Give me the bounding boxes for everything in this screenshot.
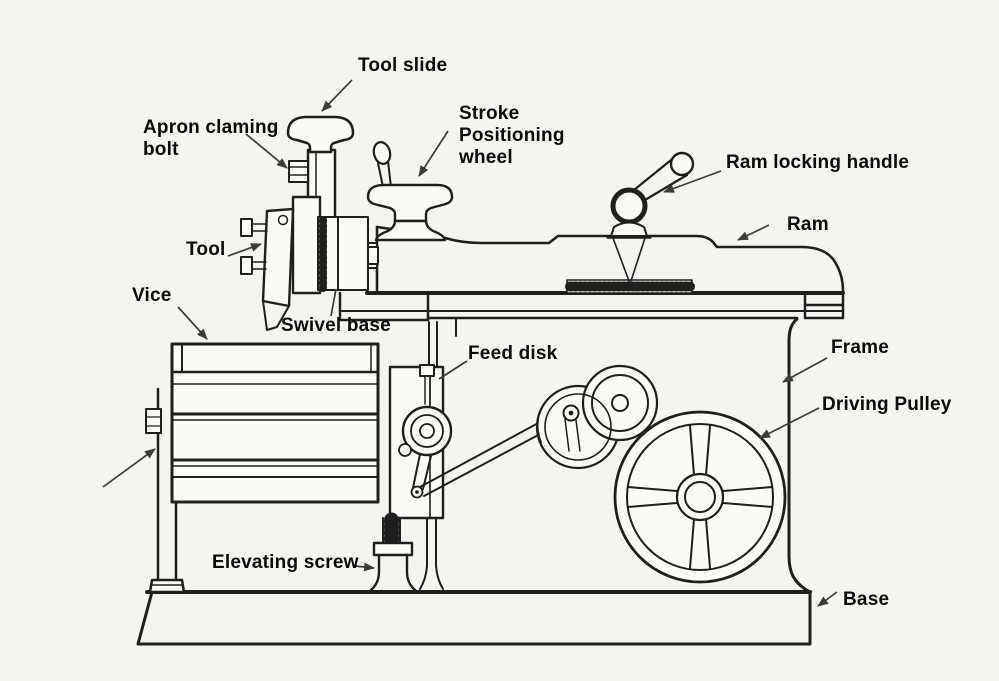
tool-arrow [227,243,262,257]
apron-bolt-arrow [245,133,288,169]
label-feed-disk: Feed disk [468,343,558,364]
label-elevating-screw: Elevating screw [212,552,359,573]
base-drawing [136,590,812,646]
swivel-base-drawing [317,216,379,292]
crank-assembly-drawing [535,364,659,470]
ram-arrow [737,224,770,241]
label-frame: Frame [831,337,890,358]
label-apron-line2: bolt [143,139,179,160]
tool-drawing [240,207,295,331]
vice-arrow [177,306,208,340]
label-base: Base [843,589,890,610]
label-tool: Tool [186,239,226,260]
leader-arrows [102,79,838,607]
feed-disk-drawing [398,364,453,499]
label-stroke-line2: Positioning [459,125,565,146]
frame-drawing [455,317,812,594]
driving-pulley-drawing [613,410,787,584]
label-apron-line1: Apron claming [143,117,279,138]
ram-locking-arrow [663,170,722,193]
feed-disk-leader [438,360,468,380]
vice-drawing [170,342,380,504]
label-ram: Ram [787,214,829,235]
tool-slide-arrow [321,79,353,112]
label-driving-pulley: Driving Pulley [822,394,952,415]
swivel-base-leader [330,288,337,317]
frame-arrow [782,357,828,383]
label-stroke-line3: wheel [459,147,513,168]
label-apron-clamping-bolt: Apron claming bolt [143,117,279,161]
table-support-post [145,387,186,594]
label-swivel-base: Swivel base [281,315,391,336]
stroke-wheel-arrow [418,130,449,177]
stroke-positioning-wheel-drawing [366,141,454,242]
label-vice: Vice [132,285,172,306]
ram-locking-handle-drawing [606,151,695,282]
driving-pulley-arrow [759,407,820,439]
label-ram-locking-handle: Ram locking handle [726,152,910,173]
unlabeled-arrow [102,448,156,488]
base-arrow [817,591,838,607]
label-stroke-positioning-wheel: Stroke Positioning wheel [459,103,565,169]
elevating-screw-drawing [367,512,419,594]
ram-scale-drawing [565,279,695,294]
label-stroke-line1: Stroke [459,103,520,124]
elevating-screw-arrow [354,562,375,572]
label-tool-slide: Tool slide [358,55,448,76]
